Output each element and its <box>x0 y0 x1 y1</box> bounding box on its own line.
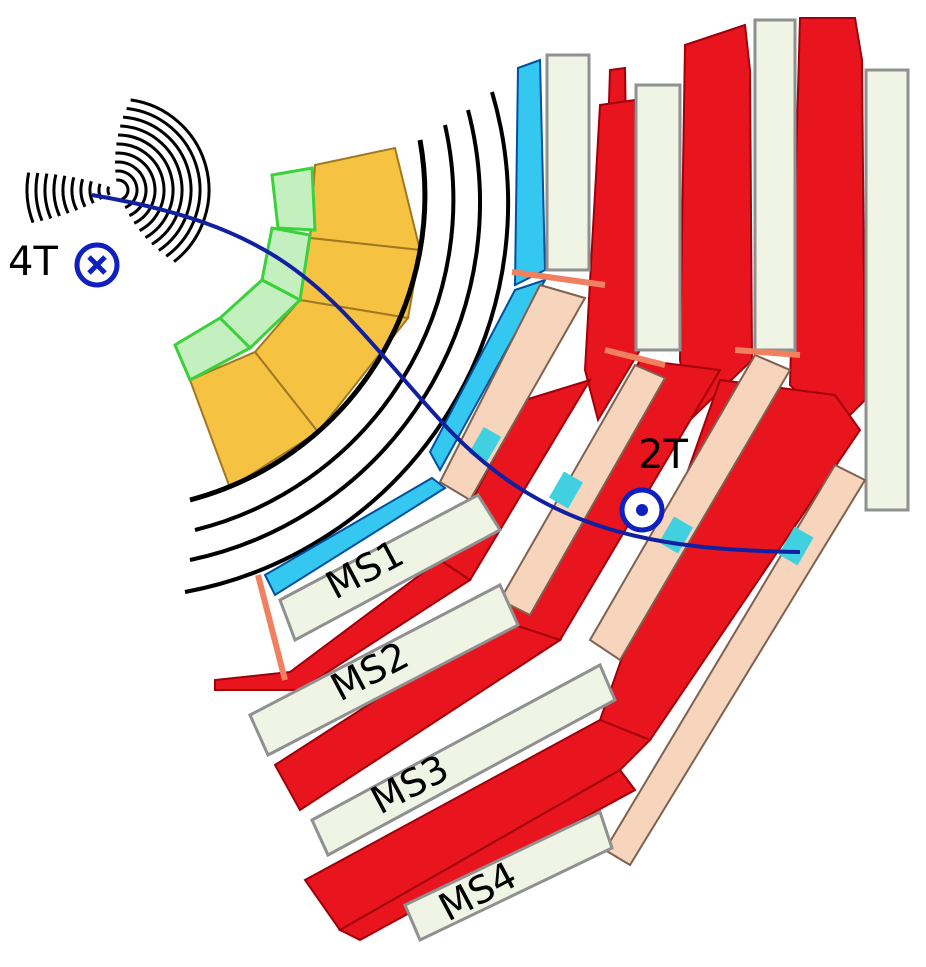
tracker-ring-segment <box>97 183 103 200</box>
tracker-ring-segment <box>34 172 44 222</box>
solenoid-segment <box>513 58 547 287</box>
solenoid-segment <box>263 476 447 597</box>
tracker-rings <box>25 98 211 263</box>
tracker-ring-segment <box>43 173 53 220</box>
yoke-barrel-2 <box>583 98 642 423</box>
coil-arc <box>184 91 511 594</box>
circle-dot-icon <box>619 487 665 533</box>
tracker-ring <box>122 115 193 252</box>
solenoid-segment <box>428 278 548 473</box>
return-yoke <box>214 17 867 942</box>
chamber-ms3 <box>310 662 617 858</box>
hadron-calorimeter <box>188 146 422 490</box>
yoke-endcap-2 <box>273 618 563 812</box>
tracker-ring-segment <box>61 175 70 214</box>
tracker-ring <box>116 178 130 201</box>
ecal-segment <box>270 166 317 232</box>
inclined-chamber <box>438 283 867 867</box>
ecal-segment <box>173 316 253 383</box>
tracker-ring-segment <box>52 174 61 217</box>
barrel-chamber <box>545 18 910 512</box>
circle-cross-icon <box>74 242 120 288</box>
coil-arc <box>189 139 428 503</box>
tracker-ring <box>120 124 184 246</box>
tracker-ring-segment <box>79 178 87 208</box>
yoke-barrel-3 <box>678 23 754 423</box>
supports <box>255 269 801 681</box>
chamber-hits <box>468 427 814 566</box>
support-bracket <box>255 574 288 681</box>
tracker-ring-segment <box>106 186 111 196</box>
field-label-outer: 2T <box>638 432 688 478</box>
coil-arc <box>189 109 482 562</box>
tracker-ring <box>115 151 157 225</box>
yoke-endcap-4 <box>337 768 637 942</box>
yoke-barrel-5 <box>598 378 862 742</box>
tracker-ring <box>114 160 148 217</box>
tracker-ring-segment <box>70 176 79 211</box>
yoke-barrel-4 <box>788 17 867 432</box>
tracker-ring-segment <box>25 172 35 224</box>
chamber-ms4 <box>403 809 614 943</box>
tracker-ring <box>130 98 211 263</box>
hcal-segment <box>308 146 422 252</box>
electromagnetic-calorimeter <box>173 166 317 383</box>
chamber-ms2 <box>248 582 520 758</box>
tracker-ring-segment <box>88 180 95 204</box>
solenoid <box>263 58 548 597</box>
support-bracket <box>604 347 666 368</box>
support-bracket <box>511 269 606 288</box>
endcap-chamber <box>248 493 617 943</box>
support-bracket <box>734 347 801 358</box>
tracker-ring <box>126 106 202 258</box>
chamber-ms1 <box>278 493 503 643</box>
field-label-inner: 4T <box>8 239 58 285</box>
tracker-ring <box>116 142 166 232</box>
tracker-ring <box>117 133 175 239</box>
yoke-endcap-1 <box>214 558 472 691</box>
muon-chambers <box>248 18 910 943</box>
muon-track <box>91 193 801 554</box>
